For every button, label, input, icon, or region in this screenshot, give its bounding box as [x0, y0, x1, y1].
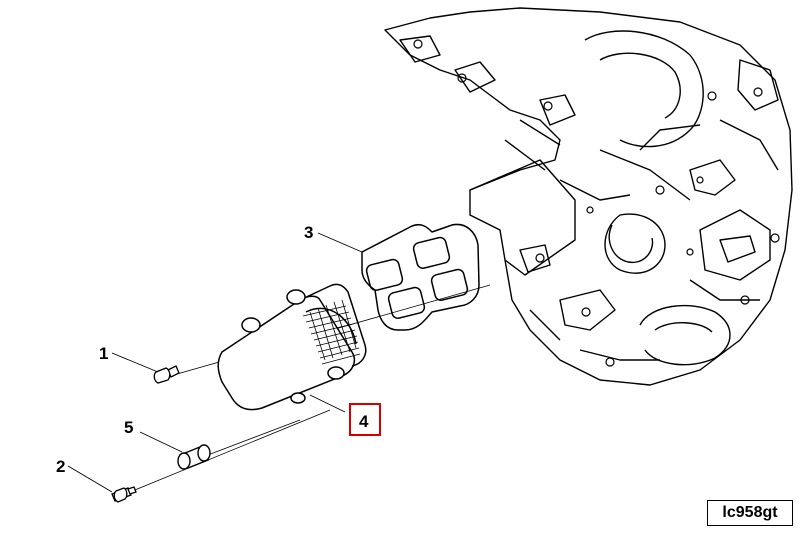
callout-1: 1	[99, 344, 108, 363]
leader-lines	[67, 232, 363, 493]
oil-cooler	[217, 283, 367, 411]
stud-part-2	[111, 486, 137, 503]
gasket	[361, 223, 480, 331]
spacer-part-5	[177, 444, 211, 470]
engine-block-detail-circles	[413, 39, 780, 367]
cooler-fins	[302, 299, 361, 365]
callout-3: 3	[304, 223, 313, 242]
callout-2: 2	[56, 457, 65, 476]
callout-4-highlight-box	[349, 403, 381, 436]
bolt-part-1	[153, 365, 180, 384]
engine-block	[384, 7, 793, 386]
callout-5: 5	[124, 418, 133, 437]
drawing-id-label: lc958gt	[707, 500, 793, 526]
callout-4: 4	[359, 412, 369, 431]
